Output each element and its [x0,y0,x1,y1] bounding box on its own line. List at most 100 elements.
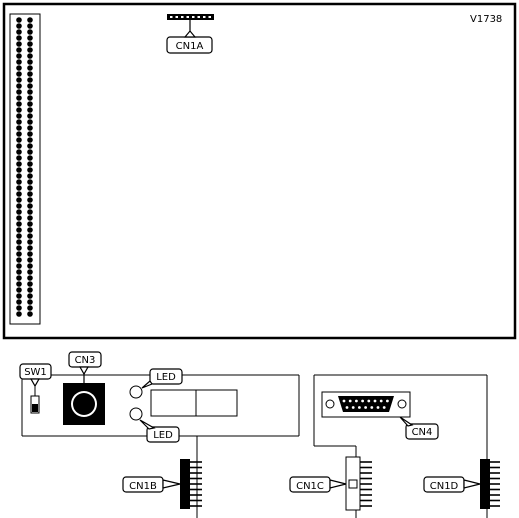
cn1c-callout-pointer [329,479,347,489]
cn1c-label: CN1C [296,481,324,492]
edge-pin [27,263,33,269]
edge-pin [16,47,22,53]
led-top-callout-pointer [141,380,153,389]
edge-pin [27,305,33,311]
edge-pin [16,161,22,167]
edge-pin [16,197,22,203]
cn1a-callout-pointer [183,30,197,38]
edge-pin [16,173,22,179]
edge-pin [27,197,33,203]
edge-pin [16,83,22,89]
cn1a-pin [197,16,200,18]
cn1a-connector [167,14,214,20]
cn1a-pin [175,16,178,18]
cn4-mount-hole-left [325,399,335,409]
edge-pin [16,131,22,137]
edge-pin [27,113,33,119]
led-top-label: LED [156,372,176,383]
edge-pin [27,41,33,47]
edge-pin [27,191,33,197]
cn4-mount-hole-right [397,399,407,409]
edge-pin [27,89,33,95]
edge-pin [27,275,33,281]
cn4-pin [373,399,377,403]
cn4-callout-box [405,423,439,440]
edge-pin [27,269,33,275]
edge-pin [27,59,33,65]
display-window [150,389,238,417]
edge-pin [16,77,22,83]
edge-pin [27,35,33,41]
cn1b-pins [190,461,202,507]
edge-pin [16,221,22,227]
edge-pin [16,209,22,215]
edge-pin [27,119,33,125]
edge-pin [27,77,33,83]
cn4-pin [379,399,383,403]
led-bottom-label: LED [153,430,173,441]
edge-pin [27,221,33,227]
cn4-pin [358,406,361,409]
edge-pin [16,269,22,275]
cn3-socket [73,393,95,415]
cn4-callout-pointer [399,416,414,427]
cn1b-label: CN1B [129,481,157,492]
edge-pin [27,137,33,143]
cn1a-pin [181,16,184,18]
edge-pin [27,215,33,221]
edge-pin [16,125,22,131]
edge-pin [27,203,33,209]
edge-pin [16,293,22,299]
edge-pin [27,149,33,155]
led-top-callout-box [149,368,183,385]
edge-pin [27,65,33,71]
cn4-label: CN4 [412,427,433,438]
cn3-label: CN3 [75,355,96,366]
cn1b-callout-pointer [162,479,181,489]
cn4-pin [348,399,352,403]
edge-pin [16,155,22,161]
edge-pin [16,263,22,269]
edge-pin [27,239,33,245]
edge-pin [27,227,33,233]
edge-pin [27,53,33,59]
cn1c-pins [348,461,372,507]
cn1b-connector [180,459,190,509]
edge-pin [16,167,22,173]
cn4-pin [361,399,364,403]
edge-pin [16,299,22,305]
edge-pin [27,233,33,239]
edge-pin [27,257,33,263]
edge-pin [16,257,22,263]
cn4-connector [338,396,394,412]
edge-pin [27,167,33,173]
edge-pin [16,137,22,143]
edge-pin [27,299,33,305]
cn1a-pin [186,16,189,18]
edge-pin [16,185,22,191]
edge-pin [16,41,22,47]
edge-pin [27,23,33,29]
edge-pin [16,53,22,59]
cn4-pin [345,406,349,409]
edge-pin [16,119,22,125]
edge-connector-strip [9,13,41,325]
edge-pin [16,143,22,149]
edge-pin [16,251,22,257]
edge-pin [27,293,33,299]
cn4-pin [355,399,358,403]
edge-pin [27,71,33,77]
edge-connector-pins [16,17,33,317]
edge-pin [27,101,33,107]
edge-pin [27,173,33,179]
edge-pin [27,251,33,257]
edge-pin [16,23,22,29]
cn1a-pin [208,16,211,18]
edge-pin [16,113,22,119]
cn1d-connector [480,459,490,509]
edge-pin [27,29,33,35]
cn4-pin [364,406,367,409]
cn4-pin [382,406,386,409]
cn4-pin [386,399,389,403]
edge-pin [27,179,33,185]
